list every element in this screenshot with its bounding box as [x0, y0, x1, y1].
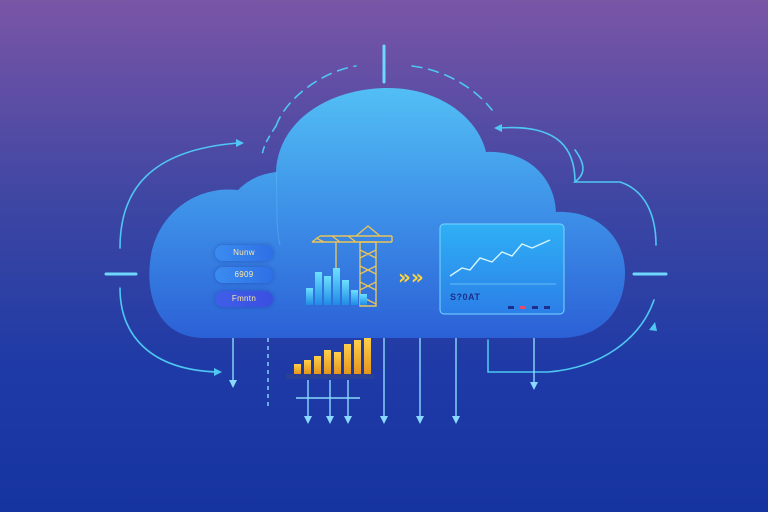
blue-bars	[306, 268, 367, 305]
pill-label-3[interactable]: Fmntn	[215, 291, 273, 307]
connector-arrow-heads	[229, 380, 538, 424]
panel-label: S?0AT	[450, 292, 481, 302]
arrow-heads	[214, 124, 657, 376]
analytics-panel	[439, 223, 565, 315]
chevron-arrows-icon: »»	[398, 265, 424, 289]
pill-label-2[interactable]: 6909	[215, 267, 273, 283]
crane-icon	[311, 225, 393, 307]
yellow-bars-base	[286, 374, 374, 379]
tick-marks	[104, 44, 668, 276]
trend-line	[449, 239, 551, 277]
cloud-connectors	[232, 338, 535, 418]
pill-label-1[interactable]: Nunw	[215, 245, 273, 261]
yellow-bars	[294, 338, 371, 374]
panel-legend-dots	[508, 306, 550, 309]
orbit-lines	[119, 65, 657, 373]
